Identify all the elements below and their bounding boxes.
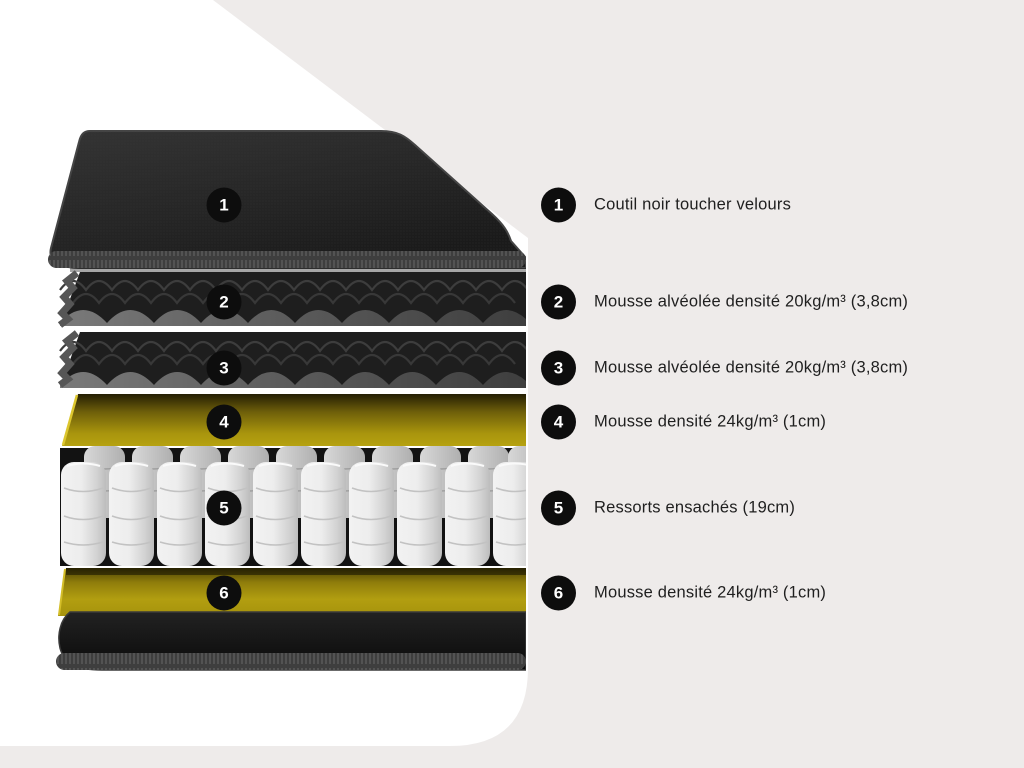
layer-marker-5-number: 5	[219, 498, 229, 518]
legend-row-5: 5 Ressorts ensachés (19cm)	[541, 490, 796, 526]
layer-base-cover	[56, 611, 526, 671]
legend-label-1: Coutil noir toucher velours	[594, 195, 792, 214]
layer-marker-2-number: 2	[219, 292, 229, 312]
legend-badge-2: 2	[541, 284, 576, 320]
legend-badge-3-number: 3	[553, 358, 564, 378]
legend-badge-5-number: 5	[553, 498, 564, 518]
layer-pocket-springs	[60, 445, 526, 567]
legend-label-3: Mousse alvéolée densité 20kg/m³ (3,8cm)	[594, 358, 909, 377]
legend-label-5: Ressorts ensachés (19cm)	[594, 498, 796, 517]
layer-marker-3-number: 3	[219, 358, 229, 378]
layer-foam-3	[57, 330, 526, 388]
legend-badge-6: 6	[541, 575, 576, 611]
layer-top-cover	[48, 130, 526, 272]
legend-row-6: 6 Mousse densité 24kg/m³ (1cm)	[541, 575, 827, 611]
legend-row-1: 1 Coutil noir toucher velours	[541, 187, 792, 223]
layer-marker-5: 5	[206, 490, 242, 526]
legend-badge-3: 3	[541, 350, 576, 386]
legend-label-4: Mousse densité 24kg/m³ (1cm)	[594, 412, 827, 431]
legend-row-4: 4 Mousse densité 24kg/m³ (1cm)	[541, 404, 827, 440]
legend-badge-6-number: 6	[553, 583, 564, 603]
layer-marker-4-number: 4	[219, 412, 229, 432]
legend-badge-4-number: 4	[553, 412, 564, 432]
layer-marker-2: 2	[206, 284, 242, 320]
layer-foam-2	[57, 270, 526, 328]
layer-yellow-foam-4	[61, 394, 526, 446]
layer-yellow-foam-6	[58, 568, 526, 616]
legend-row-2: 2 Mousse alvéolée densité 20kg/m³ (3,8cm…	[541, 284, 909, 320]
legend-badge-1-number: 1	[553, 195, 564, 215]
legend-label-2: Mousse alvéolée densité 20kg/m³ (3,8cm)	[594, 292, 909, 311]
layer-marker-6: 6	[206, 575, 242, 611]
legend-row-3: 3 Mousse alvéolée densité 20kg/m³ (3,8cm…	[541, 350, 909, 386]
legend-label-6: Mousse densité 24kg/m³ (1cm)	[594, 583, 827, 602]
layer-marker-6-number: 6	[219, 583, 229, 603]
legend-badge-2-number: 2	[553, 292, 564, 312]
legend-badge-4: 4	[541, 404, 576, 440]
layer-marker-4: 4	[206, 404, 242, 440]
layer-marker-1: 1	[206, 187, 242, 223]
layer-marker-3: 3	[206, 350, 242, 386]
legend-badge-1: 1	[541, 187, 576, 223]
mattress-cutaway-illustration	[48, 130, 526, 671]
legend-badge-5: 5	[541, 490, 576, 526]
layer-marker-1-number: 1	[219, 195, 229, 215]
